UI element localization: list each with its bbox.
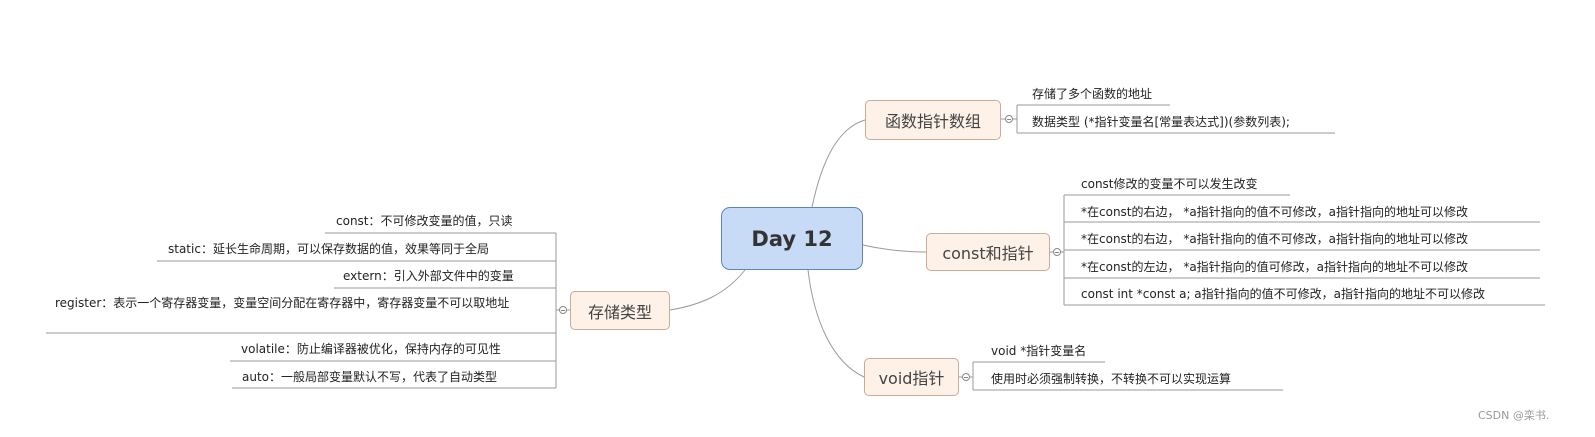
watermark: CSDN @栾书. — [1478, 409, 1550, 422]
leaf-storage-const: const：不可修改变量的值，只读 — [336, 214, 513, 228]
connector-root-storage — [669, 269, 746, 311]
collapse-storage-icon[interactable] — [559, 306, 567, 314]
topic-void-ptr[interactable]: void指针 — [864, 358, 959, 396]
connector-root-void-ptr — [807, 269, 865, 378]
leaf-storage-register: register：表示一个寄存器变量，变量空间分配在寄存器中，寄存器变量不可以取… — [55, 296, 510, 310]
leaf-func-ptr-array-1: 存储了多个函数的地址 — [1032, 87, 1153, 101]
topic-const-ptr-label: const和指针 — [942, 244, 1034, 263]
collapse-const-ptr-icon[interactable] — [1053, 248, 1061, 256]
topic-const-ptr[interactable]: const和指针 — [926, 233, 1050, 271]
leaf-func-ptr-array-2: 数据类型 (*指针变量名[常量表达式])(参数列表); — [1032, 115, 1290, 129]
collapse-func-ptr-array-icon[interactable] — [1005, 115, 1013, 123]
leaf-const-ptr-1: const修改的变量不可以发生改变 — [1081, 177, 1258, 191]
connector-root-func-ptr-array — [811, 119, 866, 208]
leaf-storage-extern: extern：引入外部文件中的变量 — [343, 269, 514, 283]
leaf-void-ptr-2: 使用时必须强制转换，不转换不可以实现运算 — [991, 372, 1232, 386]
topic-storage[interactable]: 存储类型 — [570, 291, 670, 330]
topic-func-ptr-array-label: 函数指针数组 — [884, 112, 981, 131]
topic-storage-label: 存储类型 — [587, 302, 652, 322]
leaf-const-ptr-3: *在const的右边， *a指针指向的值不可修改，a指针指向的地址可以修改 — [1081, 232, 1469, 246]
leaf-void-ptr-1: void *指针变量名 — [991, 344, 1087, 358]
connector-root-const-ptr — [862, 244, 927, 253]
leaf-const-ptr-2: *在const的右边， *a指针指向的值不可修改，a指针指向的地址可以修改 — [1081, 205, 1469, 219]
leaf-const-ptr-4: *在const的左边， *a指针指向的值可修改，a指针指向的地址不可以修改 — [1081, 260, 1469, 274]
leaf-storage-volatile: volatile：防止编译器被优化，保持内存的可见性 — [241, 342, 501, 356]
collapse-void-ptr-icon[interactable] — [962, 373, 970, 381]
root-node[interactable]: Day 12 — [721, 207, 863, 270]
leaf-storage-static: static：延长生命周期，可以保存数据的值，效果等同于全局 — [168, 242, 489, 256]
leaf-storage-auto: auto：一般局部变量默认不写，代表了自动类型 — [242, 370, 498, 384]
topic-func-ptr-array[interactable]: 函数指针数组 — [865, 100, 1001, 140]
topic-void-ptr-label: void指针 — [878, 369, 945, 388]
leaf-const-ptr-5: const int *const a; a指针指向的值不可修改，a指针指向的地址… — [1081, 287, 1486, 301]
root-label: Day 12 — [751, 226, 833, 251]
